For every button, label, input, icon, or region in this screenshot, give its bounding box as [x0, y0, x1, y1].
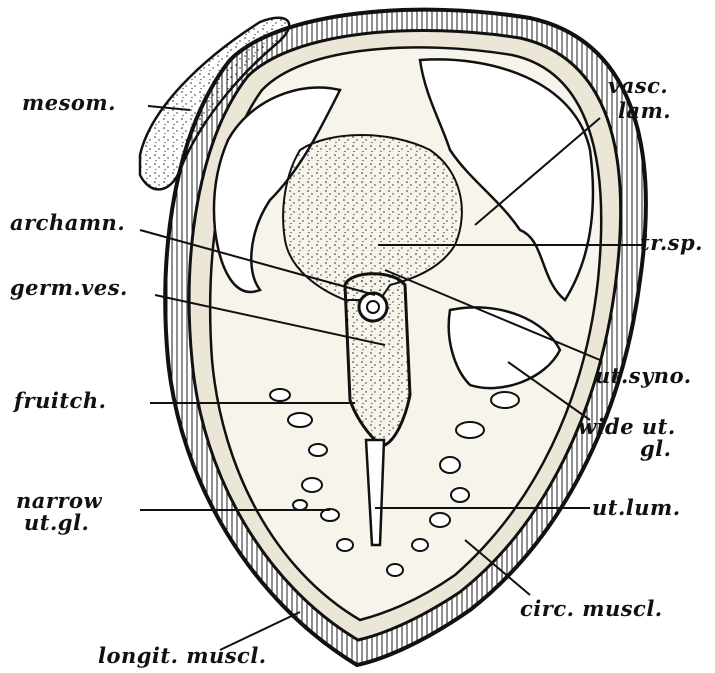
label-vasc-lam-line1: vasc. [608, 75, 668, 97]
label-germ-ves: germ.ves. [10, 277, 128, 299]
label-longit-muscl: longit. muscl. [98, 645, 267, 667]
label-wide-ut-gl-line1: wide ut. [578, 416, 676, 438]
label-archamn: archamn. [10, 212, 125, 234]
label-fruitch: fruitch. [14, 390, 106, 412]
label-circ-muscl: circ. muscl. [520, 598, 663, 620]
label-ut-syno: ut.syno. [595, 365, 692, 387]
label-narrow-ut-gl-line2: ut.gl. [24, 512, 89, 534]
label-wide-ut-gl-line2: gl. [640, 438, 671, 460]
label-mesom: mesom. [22, 92, 116, 114]
label-tr-sp: tr.sp. [640, 232, 703, 254]
label-narrow-ut-gl-line1: narrow [16, 490, 102, 512]
label-ut-lum: ut.lum. [592, 497, 681, 519]
label-vasc-lam-line2: lam. [618, 100, 671, 122]
